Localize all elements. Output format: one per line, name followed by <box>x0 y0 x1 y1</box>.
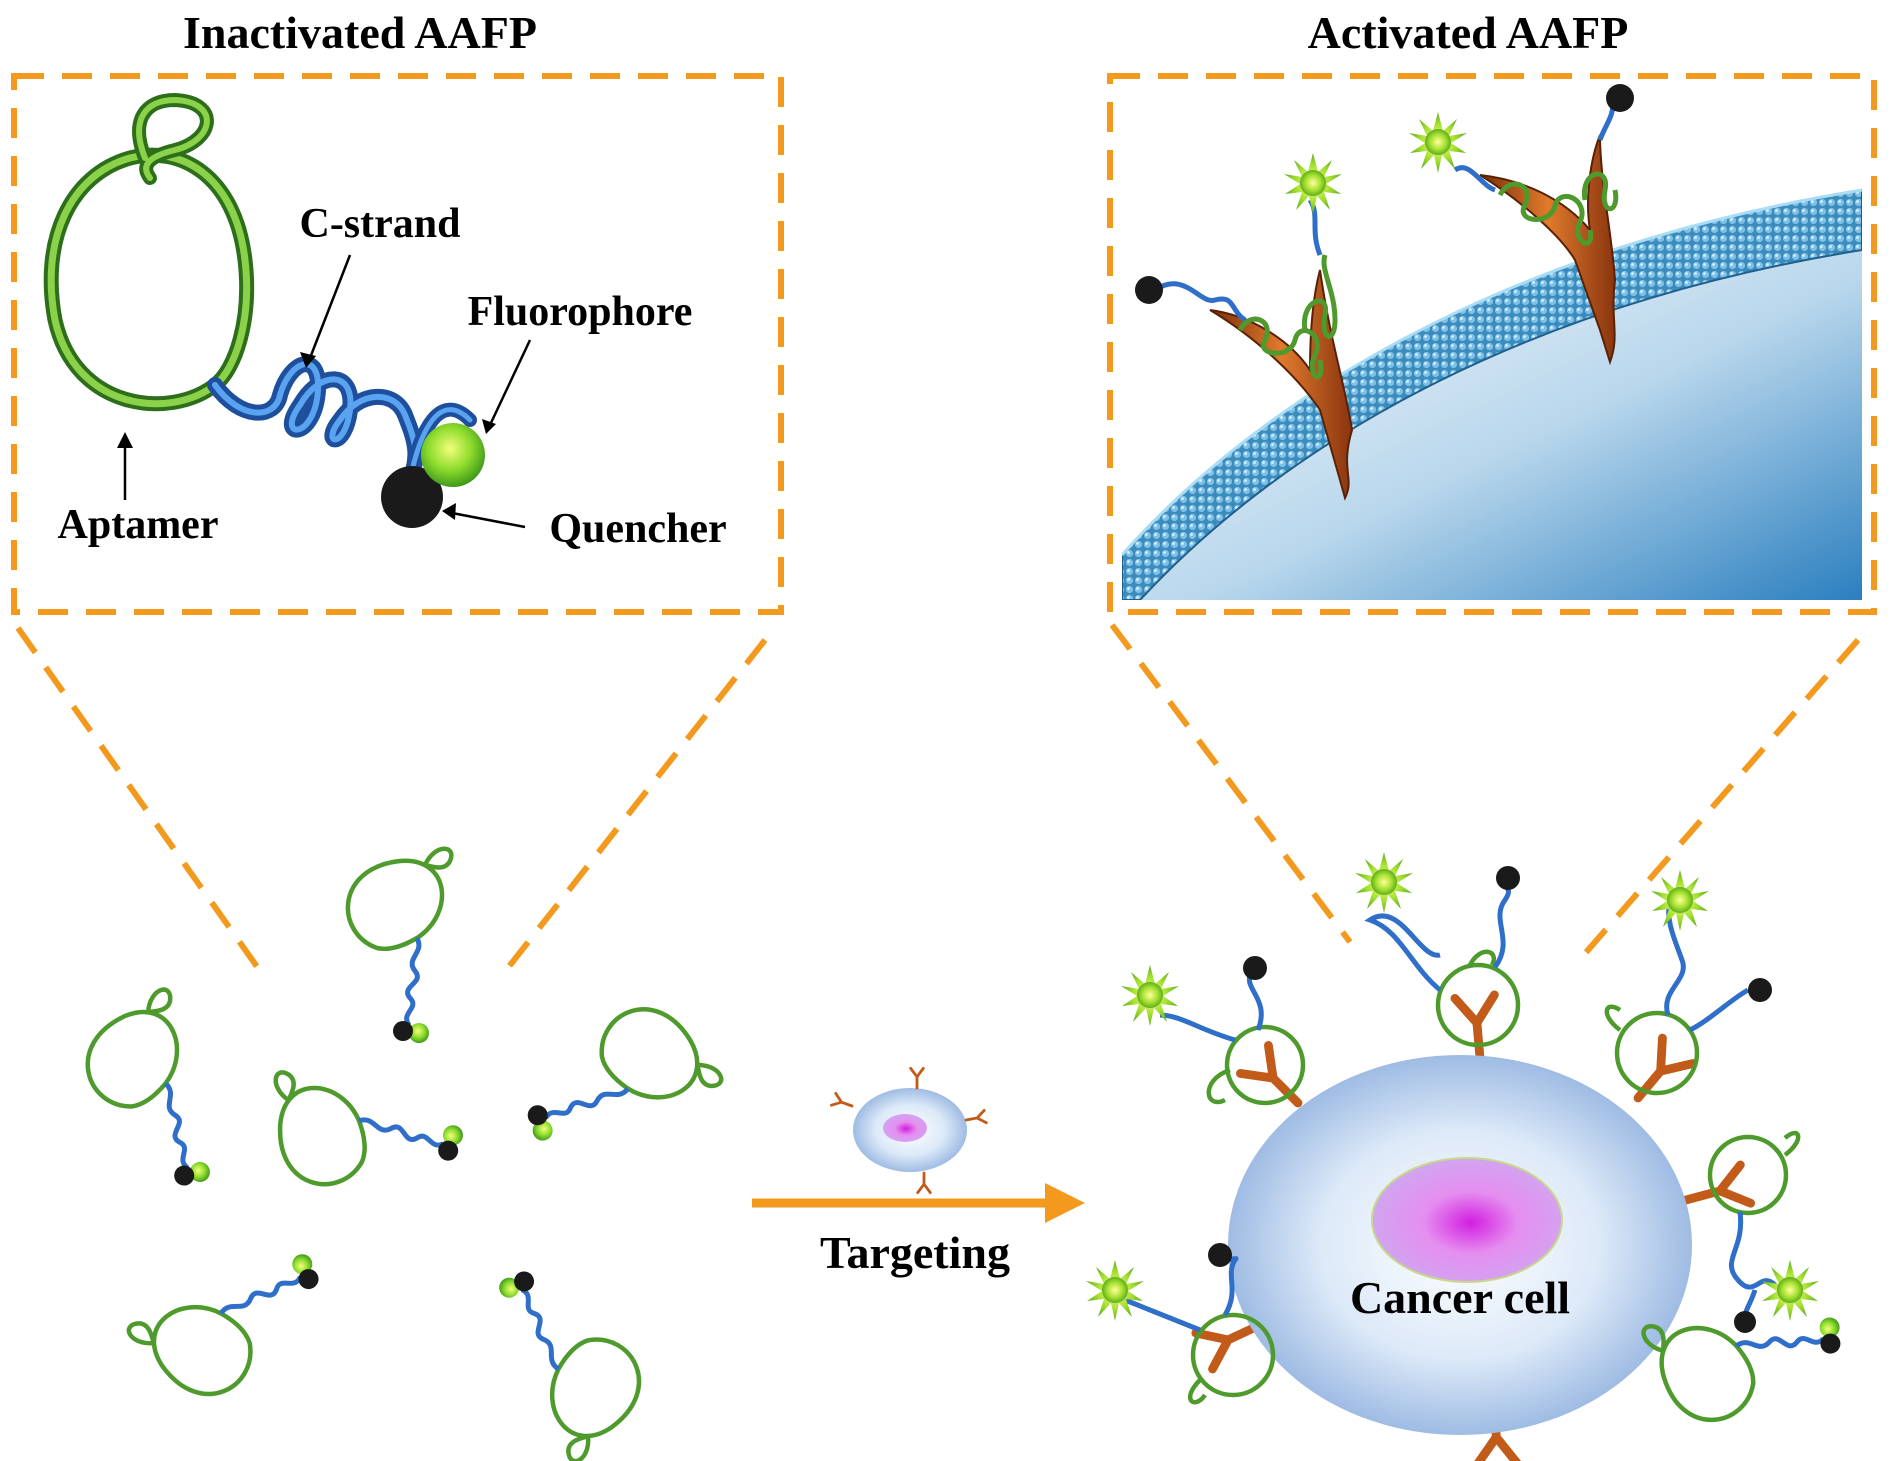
fluorophore-ball <box>421 423 485 487</box>
bound-probe-lower-left <box>1086 1243 1276 1405</box>
label-fluorophore: Fluorophore <box>468 289 693 335</box>
label-cancer-cell: Cancer cell <box>1350 1272 1570 1323</box>
targeting-arrow <box>752 1183 1085 1223</box>
free-probes-group <box>70 849 723 1461</box>
free-probe-4 <box>504 988 724 1164</box>
free-probe-6 <box>476 1244 663 1461</box>
title-inactivated: Inactivated AAFP <box>183 7 537 58</box>
inactivated-probe-detail: C-strand Fluorophore Aptamer Quencher <box>43 92 727 552</box>
bound-probe-upper-right <box>1604 870 1772 1096</box>
bound-probe-right <box>1707 1130 1819 1333</box>
activated-frame <box>1107 73 1877 615</box>
label-aptamer: Aptamer <box>58 502 219 548</box>
antibody <box>1455 995 1500 1060</box>
activated-membrane-detail <box>1122 84 1862 600</box>
label-targeting: Targeting <box>820 1227 1010 1278</box>
free-probe-1 <box>348 849 451 1043</box>
receptor-protein-2 <box>1409 84 1634 366</box>
free-probe-3 <box>259 1071 468 1207</box>
cancer-cell-nucleus <box>1371 1157 1563 1283</box>
zoom-lines-right <box>1109 623 1861 967</box>
label-quencher: Quencher <box>549 506 726 552</box>
quencher-ball <box>381 466 443 528</box>
label-c-strand: C-strand <box>299 201 460 247</box>
bound-probe-upper-left <box>1121 956 1306 1106</box>
zoom-lines-left <box>15 626 768 980</box>
free-probe-2 <box>70 988 234 1206</box>
bound-probe-top <box>1355 852 1521 1048</box>
antibody <box>1623 1038 1693 1111</box>
title-activated: Activated AAFP <box>1308 7 1629 58</box>
inactivated-frame <box>11 73 784 615</box>
cancer-cell-group: Cancer cell <box>1086 852 1852 1461</box>
small-cell-icon <box>830 1067 988 1194</box>
free-probe-5 <box>127 1231 347 1418</box>
receptor-protein-1 <box>1135 153 1354 501</box>
